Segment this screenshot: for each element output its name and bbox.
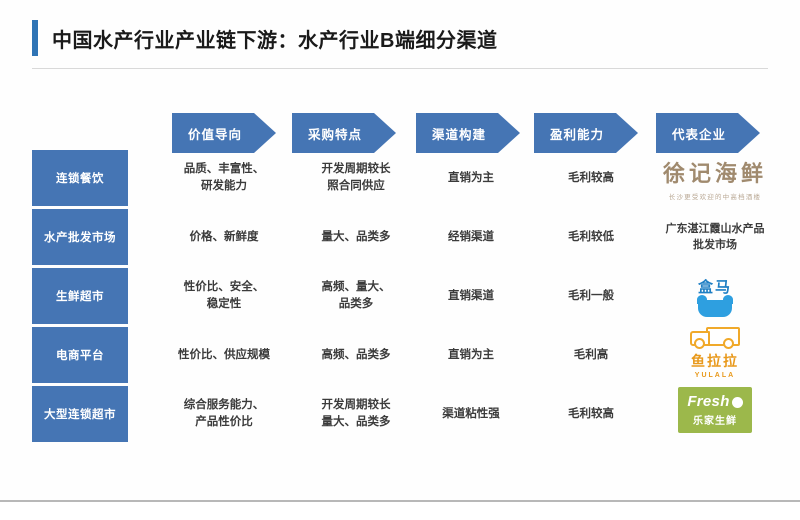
cell-channel-3: 直销为主 bbox=[448, 348, 494, 361]
cell-company-3: 鱼拉拉 YULALA bbox=[640, 322, 790, 384]
cell-profit-2: 毛利一般 bbox=[568, 289, 614, 302]
title-divider bbox=[32, 68, 768, 69]
leaf-dot-icon bbox=[731, 396, 743, 408]
logo-lejia-fresh-tagline: 乐家生鲜 bbox=[692, 416, 737, 427]
cell-channel-2: 直销渠道 bbox=[448, 289, 494, 302]
cell-channel-1: 经销渠道 bbox=[448, 230, 494, 243]
cell-profit-1: 毛利较低 bbox=[568, 230, 614, 243]
cell-profit-4: 毛利较高 bbox=[568, 407, 614, 420]
delivery-truck-icon bbox=[690, 327, 740, 349]
row-category-large-chain-supermarket[interactable]: 大型连锁超市 bbox=[32, 386, 128, 442]
logo-yulala: 鱼拉拉 YULALA bbox=[690, 327, 740, 379]
row-category-ecommerce-platform[interactable]: 电商平台 bbox=[32, 327, 128, 383]
cell-profit-0: 毛利较高 bbox=[568, 171, 614, 184]
column-header-profit: 盈利能力 bbox=[534, 113, 638, 153]
cell-company-4: Fresh 乐家生鲜 bbox=[640, 382, 790, 438]
logo-yulala-tagline: YULALA bbox=[694, 372, 736, 379]
logo-hema-name: 盒马 bbox=[697, 278, 732, 296]
column-header-channel: 渠道构建 bbox=[416, 113, 520, 153]
row-category-chain-restaurant[interactable]: 连锁餐饮 bbox=[32, 150, 128, 206]
logo-hema: 盒马 bbox=[696, 276, 733, 317]
row-category-fresh-supermarket[interactable]: 生鲜超市 bbox=[32, 268, 128, 324]
cell-profit-3: 毛利高 bbox=[573, 348, 609, 361]
cell-purchase-0: 开发周期较长 照合同供应 bbox=[321, 163, 391, 192]
logo-xujihaixian-tagline: 长沙更受欢迎的中高档酒楼 bbox=[668, 193, 762, 201]
hippo-face-icon bbox=[696, 294, 733, 317]
row-category-wholesale-market[interactable]: 水产批发市场 bbox=[32, 209, 128, 265]
cell-value-1: 价格、新鲜度 bbox=[189, 230, 259, 243]
cell-value-4: 综合服务能力、 产品性价比 bbox=[183, 399, 265, 428]
column-header-company: 代表企业 bbox=[656, 113, 760, 153]
cell-purchase-3: 高频、品类多 bbox=[321, 348, 391, 361]
cell-channel-0: 直销为主 bbox=[448, 171, 494, 184]
cell-channel-4: 渠道粘性强 bbox=[442, 407, 500, 420]
cell-company-0: 徐记海鲜 长沙更受欢迎的中高档酒楼 bbox=[640, 150, 790, 206]
cell-company-1: 广东湛江霞山水产品 批发市场 bbox=[640, 209, 790, 265]
logo-xujihaixian-name: 徐记海鲜 bbox=[662, 161, 767, 187]
logo-zhanjiang-market-name: 广东湛江霞山水产品 批发市场 bbox=[665, 222, 765, 252]
cell-company-2: 盒马 bbox=[640, 268, 790, 324]
logo-yulala-name: 鱼拉拉 bbox=[691, 353, 739, 369]
title-text: 中国水产行业产业链下游：水产行业B端细分渠道 bbox=[52, 29, 498, 52]
cell-purchase-4: 开发周期较长 量大、品类多 bbox=[321, 399, 391, 428]
logo-lejia-fresh: Fresh 乐家生鲜 bbox=[678, 387, 752, 433]
title-accent-bar bbox=[32, 20, 38, 56]
logo-xujihaixian: 徐记海鲜 长沙更受欢迎的中高档酒楼 bbox=[663, 156, 767, 201]
page-title: 中国水产行业产业链下游：水产行业B端细分渠道 bbox=[32, 20, 497, 56]
column-header-value: 价值导向 bbox=[172, 113, 276, 153]
cell-value-2: 性价比、安全、 稳定性 bbox=[183, 281, 265, 310]
cell-value-3: 性价比、供应规模 bbox=[178, 348, 270, 361]
logo-lejia-fresh-word: Fresh bbox=[687, 393, 730, 410]
cell-purchase-1: 量大、品类多 bbox=[321, 230, 391, 243]
column-header-purchase: 采购特点 bbox=[292, 113, 396, 153]
slide-canvas: 中国水产行业产业链下游：水产行业B端细分渠道 价值导向 采购特点 渠道构建 盈利… bbox=[0, 20, 800, 502]
cell-value-0: 品质、丰富性、 研发能力 bbox=[183, 163, 265, 192]
logo-lejia-fresh-name: Fresh bbox=[687, 393, 743, 410]
cell-purchase-2: 高频、量大、 品类多 bbox=[321, 281, 391, 310]
